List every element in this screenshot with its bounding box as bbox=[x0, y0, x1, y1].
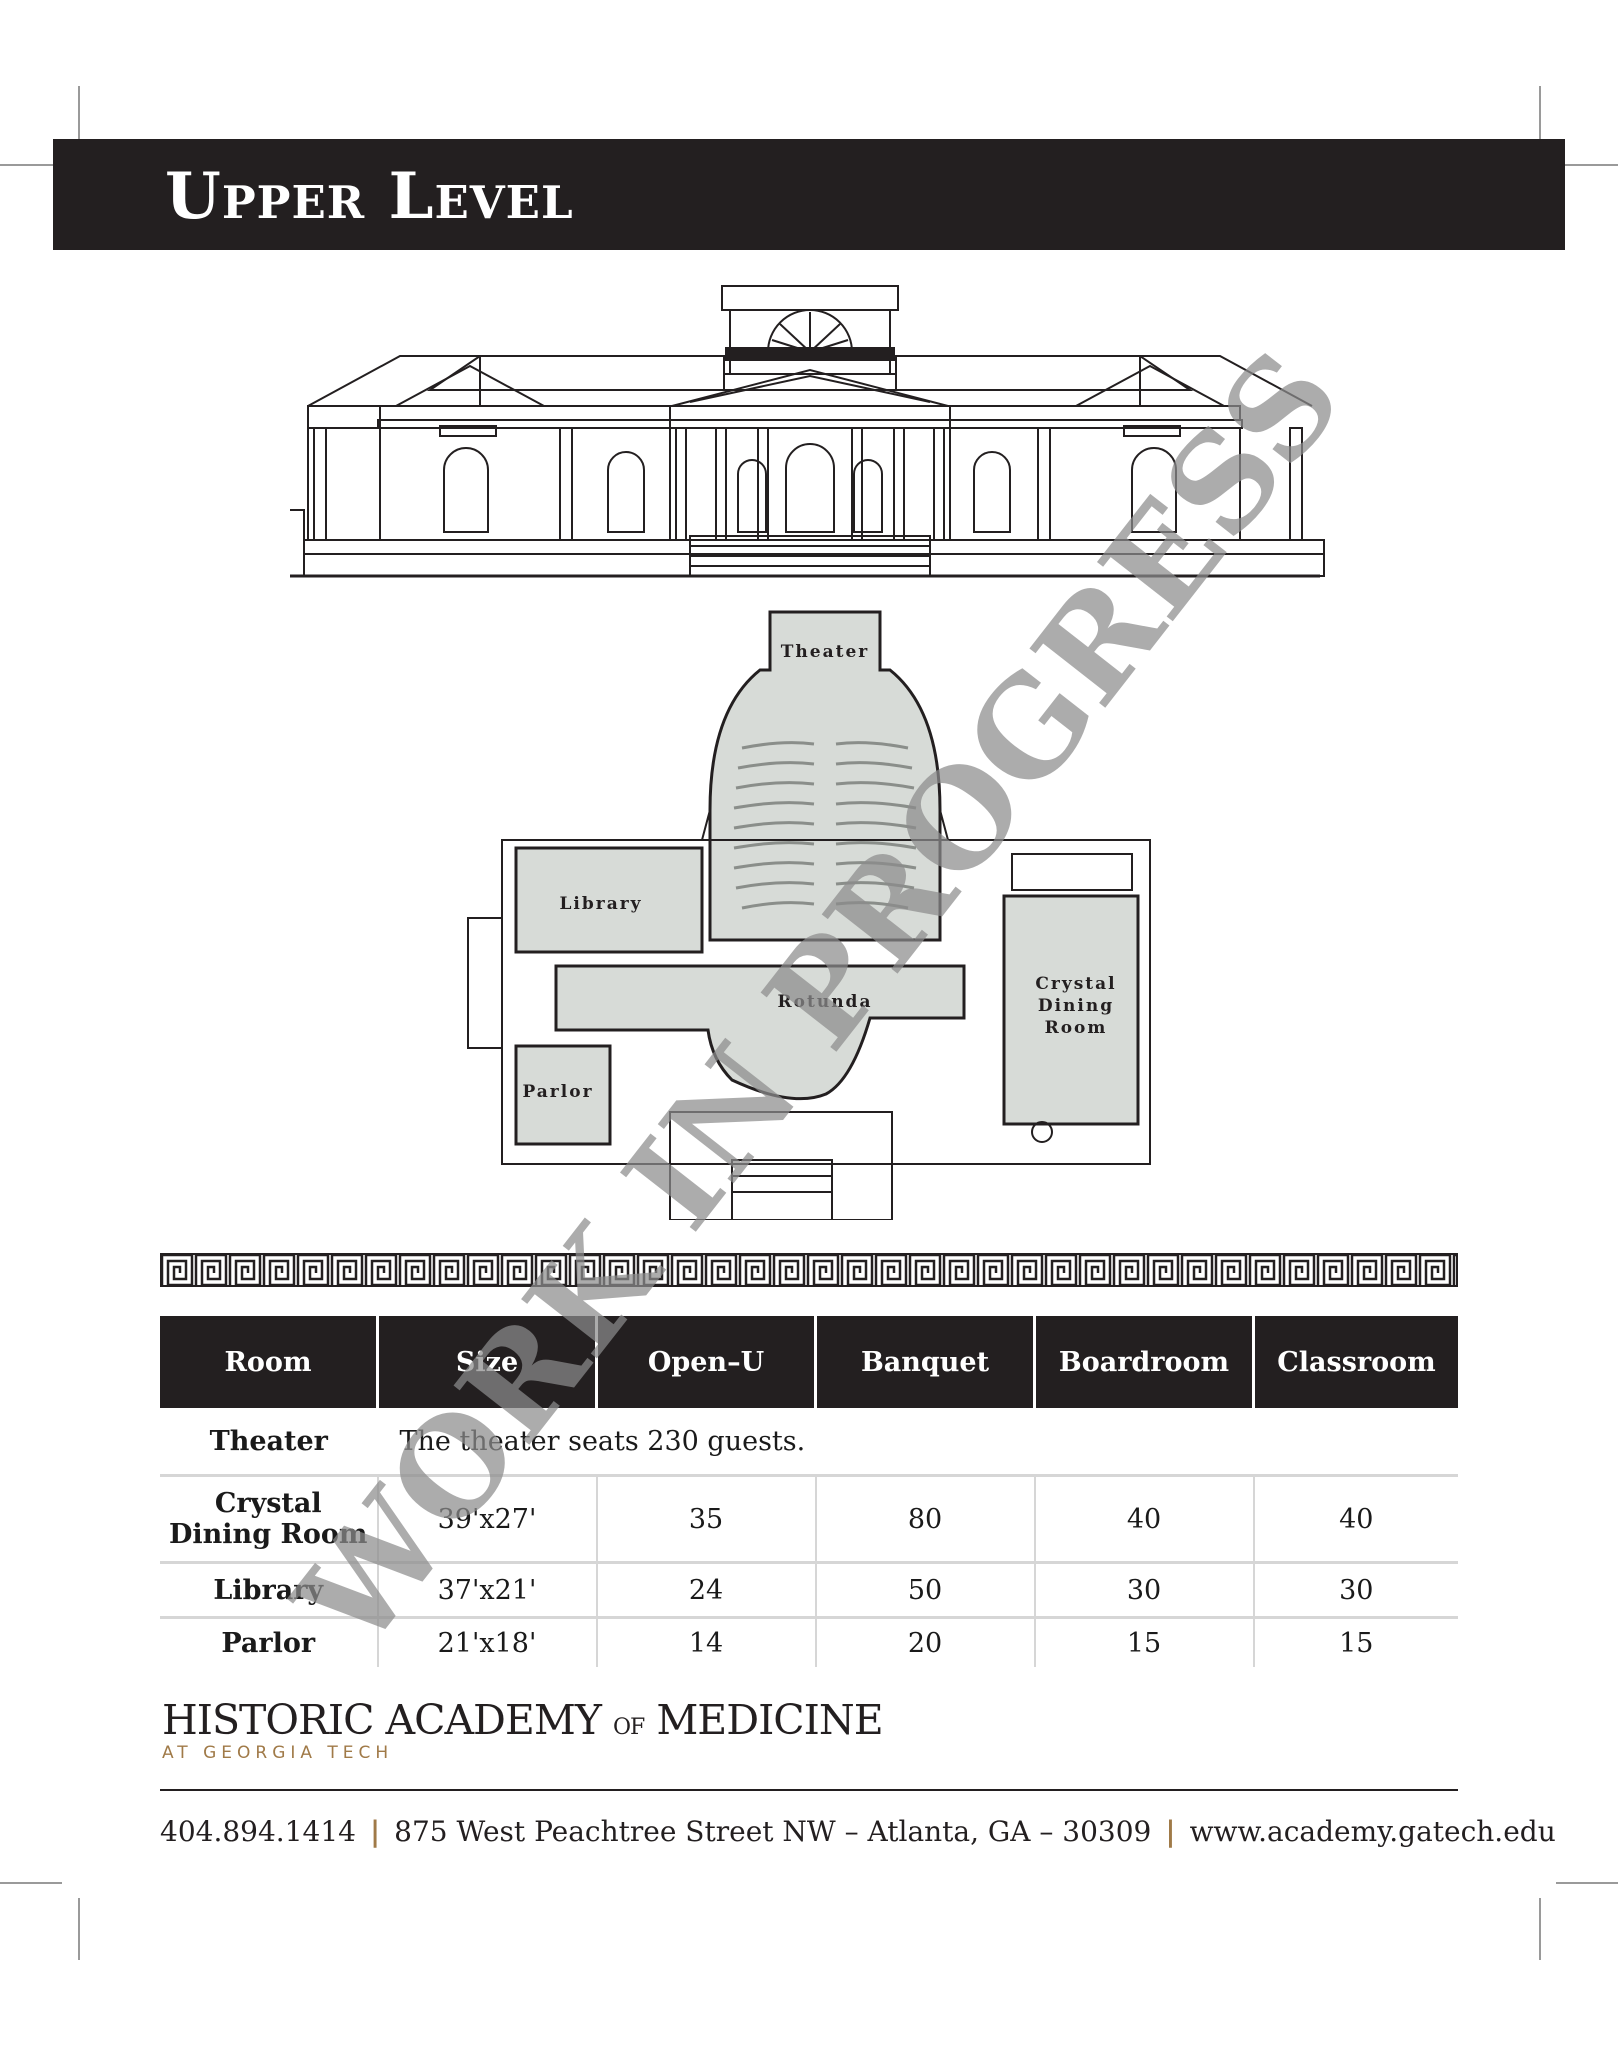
col-header-open-u: Open–U bbox=[596, 1316, 817, 1408]
contact-phone: 404.894.1414 bbox=[160, 1815, 356, 1848]
cell-open-u: 35 bbox=[596, 1475, 817, 1564]
table-header-row: Room Size Open–U Banquet Boardroom Class… bbox=[160, 1316, 1458, 1408]
cell-banquet: 20 bbox=[815, 1617, 1036, 1667]
crop-mark bbox=[1556, 1882, 1618, 1884]
logo-line2: AT GEORGIA TECH bbox=[162, 1743, 394, 1763]
logo-line1: HISTORIC ACADEMY OF MEDICINE bbox=[162, 1700, 884, 1741]
crop-mark bbox=[78, 86, 80, 148]
cell-classroom: 40 bbox=[1253, 1475, 1458, 1564]
table-row: Theater The theater seats 230 guests. bbox=[160, 1408, 1458, 1477]
logo-text-b: MEDICINE bbox=[656, 1696, 883, 1744]
room-label-room: Room bbox=[1045, 1018, 1108, 1038]
cell-size: 37'x21' bbox=[377, 1562, 598, 1619]
room-name: Theater bbox=[160, 1408, 378, 1477]
header-bar: Upper Level bbox=[53, 139, 1565, 250]
cell-boardroom: 15 bbox=[1034, 1617, 1255, 1667]
col-header-classroom: Classroom bbox=[1253, 1316, 1458, 1408]
building-elevation bbox=[290, 285, 1325, 578]
cell-classroom: 30 bbox=[1253, 1562, 1458, 1619]
col-header-size: Size bbox=[377, 1316, 598, 1408]
capacity-table: Room Size Open–U Banquet Boardroom Class… bbox=[160, 1316, 1458, 1667]
cell-size: 39'x27' bbox=[377, 1475, 598, 1564]
room-label-dining: Dining bbox=[1038, 996, 1114, 1016]
room-label-rotunda: Rotunda bbox=[778, 992, 873, 1012]
table-row: Parlor 21'x18' 14 20 15 15 bbox=[160, 1617, 1458, 1667]
table-row: Library 37'x21' 24 50 30 30 bbox=[160, 1562, 1458, 1619]
footer-rule bbox=[160, 1789, 1458, 1791]
crop-mark bbox=[0, 1882, 62, 1884]
cell-boardroom: 40 bbox=[1034, 1475, 1255, 1564]
separator: | bbox=[369, 1815, 381, 1848]
room-label-library: Library bbox=[559, 894, 642, 914]
col-header-room: Room bbox=[160, 1316, 379, 1408]
col-header-boardroom: Boardroom bbox=[1034, 1316, 1255, 1408]
room-label-parlor: Parlor bbox=[522, 1082, 593, 1102]
room-label-crystal: Crystal bbox=[1035, 974, 1116, 994]
room-name: Parlor bbox=[160, 1617, 379, 1667]
logo-text-of: OF bbox=[612, 1715, 645, 1740]
cell-classroom: 15 bbox=[1339, 1627, 1374, 1659]
crop-mark bbox=[1539, 86, 1541, 148]
page-title: Upper Level bbox=[165, 159, 574, 234]
contact-line: 404.894.1414 | 875 West Peachtree Street N… bbox=[160, 1815, 1556, 1848]
cell-size: 21'x18' bbox=[377, 1617, 598, 1667]
crop-mark bbox=[1556, 164, 1618, 166]
col-header-banquet: Banquet bbox=[815, 1316, 1036, 1408]
crop-mark bbox=[1539, 1898, 1541, 1960]
greek-key-border bbox=[160, 1253, 1458, 1287]
room-label-theater: Theater bbox=[781, 642, 869, 662]
crop-mark bbox=[0, 164, 62, 166]
contact-address: 875 West Peachtree Street NW – Atlanta, … bbox=[394, 1815, 1152, 1848]
room-name: Library bbox=[160, 1562, 379, 1619]
cell-open-u: 24 bbox=[596, 1562, 817, 1619]
logo-text-a: HISTORIC ACADEMY bbox=[162, 1696, 602, 1744]
theater-note: The theater seats 230 guests. bbox=[377, 1408, 1458, 1477]
floor-plan: Theater Library Rotunda Crystal Dining R… bbox=[467, 610, 1151, 1220]
cell-banquet: 50 bbox=[815, 1562, 1036, 1619]
room-name-line2: Dining Room bbox=[169, 1519, 368, 1550]
cell-banquet: 80 bbox=[815, 1475, 1036, 1564]
academy-logo: HISTORIC ACADEMY OF MEDICINE AT GEORGIA … bbox=[162, 1700, 884, 1764]
crop-mark bbox=[78, 1898, 80, 1960]
separator: | bbox=[1165, 1815, 1176, 1848]
contact-website[interactable]: www.academy.gatech.edu bbox=[1189, 1815, 1556, 1848]
cell-boardroom: 30 bbox=[1034, 1562, 1255, 1619]
room-name-line1: Crystal bbox=[214, 1488, 322, 1519]
cell-open-u: 14 bbox=[596, 1617, 817, 1667]
